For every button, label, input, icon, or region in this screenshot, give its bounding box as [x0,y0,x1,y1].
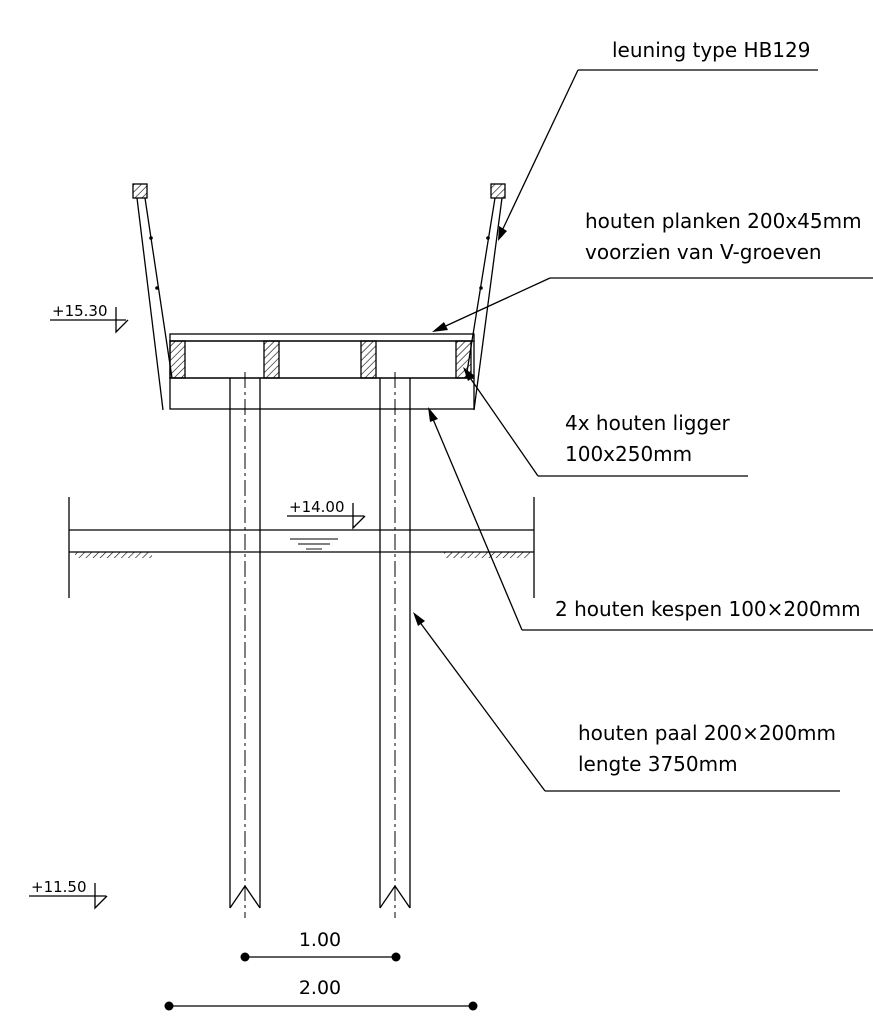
level-marker-deck: +15.30 [50,302,129,334]
callout-pile: houten paal 200×200mm lengte 3750mm [413,612,840,792]
girder-3 [360,340,377,379]
callout-railing: leuning type HB129 [498,38,818,241]
pile-right [379,372,411,918]
label-braces: 2 houten kespen 100×200mm [555,597,861,621]
label-railing: leuning type HB129 [612,38,810,62]
dimension-pile-spacing: 1.00 [240,929,401,962]
label-girders-line2: 100x250mm [565,442,692,466]
level-deck-text: +15.30 [52,302,108,320]
callout-braces: 2 houten kespen 100×200mm [428,407,873,631]
ground-level [69,551,534,558]
pile-left [229,372,261,918]
label-pile-line1: houten paal 200×200mm [578,721,836,745]
girder-zone [169,340,475,379]
label-girders-line1: 4x houten ligger [565,411,730,435]
railing-left [132,183,173,411]
level-marker-water: +14.00 [287,498,366,530]
level-marker-pile-tip: +11.50 [29,878,108,910]
label-planks-line2: voorzien van V-groeven [585,240,822,264]
level-pile-tip-text: +11.50 [31,878,87,896]
label-pile-line2: lengte 3750mm [578,752,738,776]
girder-1 [169,340,186,379]
callout-planks: houten planken 200x45mm voorzien van V-g… [432,209,873,332]
girder-2 [263,340,280,379]
dimension-pile-spacing-text: 1.00 [299,929,341,951]
label-planks-line1: houten planken 200x45mm [585,209,862,233]
dimension-deck-width: 2.00 [164,977,478,1011]
callout-girders: 4x houten ligger 100x250mm [463,367,748,477]
deck-planks [169,333,475,342]
level-water-text: +14.00 [289,498,345,516]
dimension-deck-width-text: 2.00 [299,977,341,999]
cap-beam [169,377,475,410]
water-surface [68,497,535,598]
